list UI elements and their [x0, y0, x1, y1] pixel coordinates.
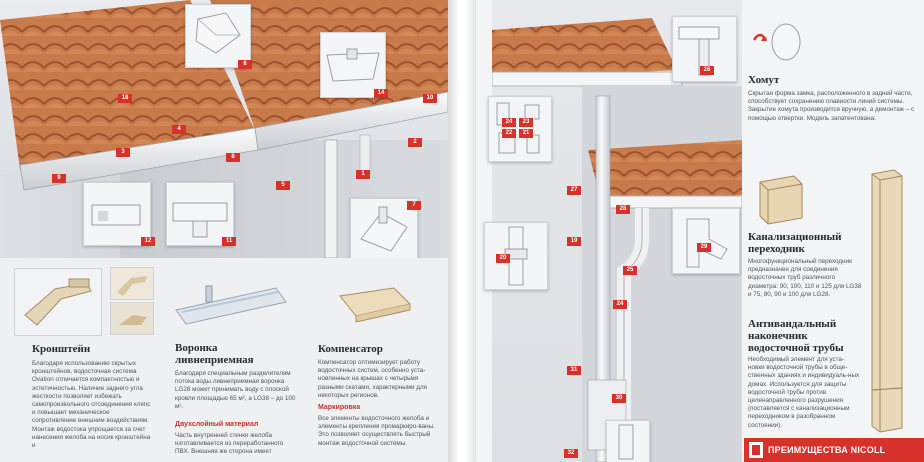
advantages-logo-icon — [749, 442, 763, 458]
vandal-title-line2: наконечник — [748, 330, 808, 342]
part-badge: 28 — [616, 205, 630, 214]
bracket-text: Благодаря использованию скрытых кронштей… — [32, 360, 151, 450]
part-badge: 24 — [613, 300, 627, 309]
roof-gutter-illustration: 18 6 14 10 4 8 2 3 5 1 9 7 12 11 — [0, 0, 448, 258]
clamp-title: Хомут — [748, 74, 780, 86]
funnel-image — [175, 285, 287, 325]
part-badge: 6 — [238, 60, 252, 69]
part-badge: 23 — [519, 118, 533, 127]
sewer-title-line1: Канализационный — [748, 231, 842, 243]
part-badge: 31 — [567, 366, 581, 375]
compensator-image — [339, 287, 411, 323]
part-badge: 7 — [407, 201, 421, 210]
bracket-title: Кронштейн — [32, 343, 91, 355]
vandal-title-line1: Антивандальный — [748, 318, 837, 330]
part-badge: 4 — [172, 125, 186, 134]
part-badge: 8 — [226, 153, 240, 162]
bracket-detail-image-1 — [110, 267, 154, 300]
funnel-text: Благодаря специальным разделителям поток… — [175, 370, 296, 410]
compensator-subtitle: Маркировка — [318, 404, 361, 411]
sewer-title-line2: переходник — [748, 243, 805, 255]
inset-end-cap — [83, 182, 151, 246]
compensator-text: Компенсатор оптимизирует работу водосточ… — [318, 359, 428, 399]
funnel-subtitle: Двухслойный материал — [175, 421, 259, 428]
clamp-image — [750, 16, 810, 66]
part-badge: 24 — [502, 118, 516, 127]
part-badge: 30 — [612, 394, 626, 403]
vandal-text: Необходимый элемент для уста-новки водос… — [748, 356, 860, 429]
funnel-text-2: Часть внутренней стенки желоба изготавли… — [175, 432, 284, 456]
part-badge: 26 — [700, 66, 714, 75]
part-badge: 14 — [374, 89, 388, 98]
advantages-banner: ПРЕИМУЩЕСТВА NICOLL — [744, 438, 924, 462]
sewer-text: Многофункциональный переходник предназна… — [748, 258, 862, 298]
roof-drawing — [0, 0, 448, 258]
inset-outer-corner — [185, 4, 251, 68]
clamp-text: Скрытая форма замка, расположенного в за… — [748, 90, 915, 122]
part-badge: 19 — [567, 237, 581, 246]
vandal-title-line3: водосточной трубы — [748, 342, 844, 354]
part-badge: 12 — [141, 237, 155, 246]
inset-pipe-coupler — [484, 222, 548, 290]
left-page: 18 6 14 10 4 8 2 3 5 1 9 7 12 11 — [0, 0, 448, 462]
part-badge: 11 — [222, 237, 236, 246]
compensator-title: Компенсатор — [318, 343, 383, 355]
part-badge: 1 — [356, 170, 370, 179]
part-badge: 10 — [423, 94, 437, 103]
inset-gutter-joint — [320, 32, 386, 98]
part-badge: 20 — [496, 254, 510, 263]
inset-pipe-branch — [672, 208, 740, 274]
right-page: 26 23 24 22 21 27 28 29 20 25 19 24 31 3… — [476, 0, 924, 462]
inset-pipe-shoe — [606, 420, 650, 462]
part-badge: 18 — [118, 94, 132, 103]
inset-outlet — [166, 182, 234, 246]
part-badge: 3 — [116, 148, 130, 157]
part-badge: 25 — [623, 266, 637, 275]
sewer-adapter-image — [759, 175, 803, 225]
bracket-image — [14, 268, 102, 336]
advantages-label: ПРЕИМУЩЕСТВА NICOLL — [768, 445, 886, 455]
part-badge: 22 — [502, 129, 516, 138]
page-fold — [448, 0, 476, 462]
vandal-pipe-image — [871, 169, 903, 433]
part-badge: 21 — [519, 129, 533, 138]
inset-inner-corner — [350, 198, 418, 258]
bracket-detail-image-2 — [110, 302, 154, 335]
part-badge: 29 — [697, 243, 711, 252]
part-badge: 5 — [276, 181, 290, 190]
part-badge: 9 — [52, 174, 66, 183]
funnel-title-line2: ливнеприемная — [175, 354, 254, 366]
part-badge: 27 — [567, 186, 581, 195]
part-badge: 32 — [564, 449, 578, 458]
part-badge: 2 — [408, 138, 422, 147]
funnel-title-line1: Воронка — [175, 342, 218, 354]
compensator-text-2: Все элементы водосточного желоба и элеме… — [318, 415, 435, 447]
